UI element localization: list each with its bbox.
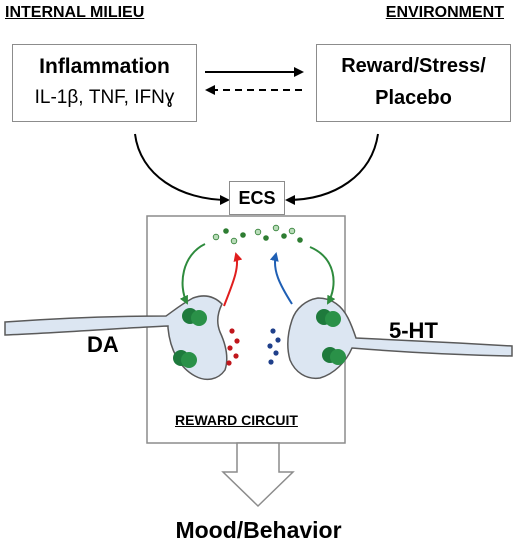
5ht-receptor-bottom (322, 347, 346, 365)
inflammation-to-ecs-arrow (134, 133, 230, 205)
inflammation-box: Inflammation IL-1β, TNF, IFNɣ (12, 44, 197, 122)
environment-line2: Placebo (375, 87, 452, 109)
endocannabinoid-to-5ht-arrow (309, 246, 336, 305)
environment-heading: ENVIRONMENT (385, 4, 504, 21)
ecs-label: ECS (238, 188, 276, 208)
da-label: DA (87, 332, 119, 357)
5ht-label: 5-HT (389, 318, 438, 343)
mood-behavior-label: Mood/Behavior (175, 517, 342, 543)
endocannabinoid-molecules (212, 224, 303, 245)
5ht-to-endocannabinoid-arrow (269, 252, 293, 305)
da-to-endocannabinoid-arrow (223, 252, 243, 307)
cytokine-list: IL-1β, TNF, IFNɣ (34, 87, 175, 108)
da-neuron (4, 295, 228, 381)
5ht-receptor-top (316, 309, 341, 327)
environment-to-ecs-arrow (285, 133, 379, 205)
reward-circuit-label: REWARD CIRCUIT (175, 412, 298, 428)
da-receptor-top (182, 308, 207, 326)
output-down-arrow (221, 442, 295, 508)
endocannabinoid-to-da-arrow (179, 243, 206, 305)
inflammation-title: Inflammation (39, 55, 170, 78)
dopamine-molecules (226, 328, 240, 366)
environment-line1: Reward/Stress/ (341, 55, 486, 77)
environment-box: Reward/Stress/ Placebo (316, 44, 511, 122)
ecs-box: ECS (229, 181, 285, 215)
internal-milieu-heading: INTERNAL MILIEU (5, 4, 145, 21)
da-receptor-bottom (173, 350, 197, 368)
serotonin-molecules (267, 328, 281, 365)
